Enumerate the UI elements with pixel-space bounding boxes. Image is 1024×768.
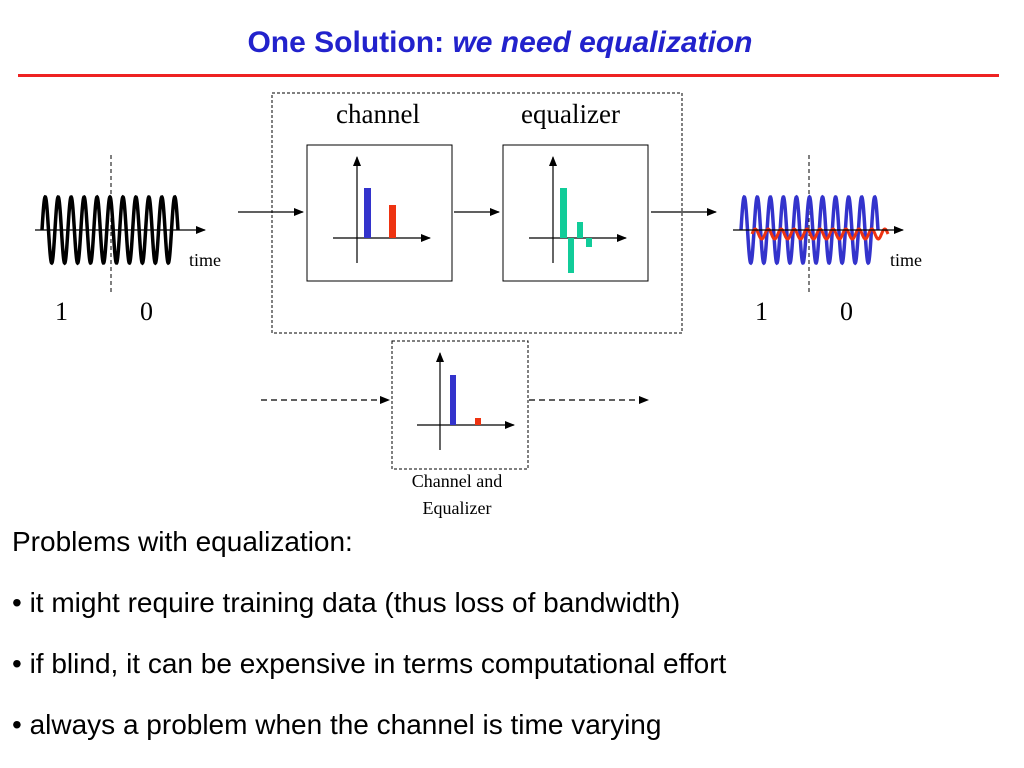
- title-emphasis: we need equalization: [452, 26, 753, 59]
- equalizer-tap-4: [586, 238, 592, 247]
- combined-block: [391, 340, 529, 470]
- combined-label-line2: Equalizer: [423, 498, 492, 518]
- problem-item: • if blind, it can be expensive in terms…: [12, 648, 727, 679]
- combined-response: Channel and Equalizer: [261, 340, 649, 518]
- equalizer-block: [502, 144, 649, 282]
- title-underline: [18, 74, 999, 77]
- equalizer-tap-2: [568, 238, 574, 273]
- problem-item: • always a problem when the channel is t…: [12, 709, 662, 740]
- channel-equalizer-group-box: [271, 92, 683, 334]
- problems-list: Problems with equalization: • it might r…: [12, 522, 1012, 766]
- output-signal: time 1 0: [733, 155, 922, 326]
- output-bit-1: 1: [755, 297, 768, 326]
- combined-main-tap: [450, 375, 456, 425]
- output-residual-waveform: [750, 227, 890, 241]
- input-waveform: [40, 194, 180, 266]
- channel-label: channel: [336, 99, 420, 129]
- channel-block: [306, 144, 453, 282]
- output-time-label: time: [890, 250, 922, 270]
- equalizer-tap-3: [577, 222, 583, 238]
- input-time-label: time: [189, 250, 221, 270]
- input-bit-1: 1: [55, 297, 68, 326]
- combined-label-line1: Channel and: [412, 471, 502, 491]
- slide-title: One Solution: we need equalization: [0, 26, 1000, 60]
- output-bit-0: 0: [840, 297, 853, 326]
- input-bit-0: 0: [140, 297, 153, 326]
- equalizer-label: equalizer: [521, 99, 620, 129]
- input-signal: time 1 0: [35, 155, 221, 326]
- combined-residual-tap: [475, 418, 481, 425]
- output-waveform: [739, 194, 880, 266]
- title-main: One Solution:: [247, 26, 453, 59]
- channel-main-tap: [364, 188, 371, 238]
- problem-item: • it might require training data (thus l…: [12, 587, 681, 618]
- channel-echo-tap: [389, 205, 396, 238]
- equalizer-tap-1: [560, 188, 567, 238]
- problems-heading: Problems with equalization:: [12, 526, 353, 557]
